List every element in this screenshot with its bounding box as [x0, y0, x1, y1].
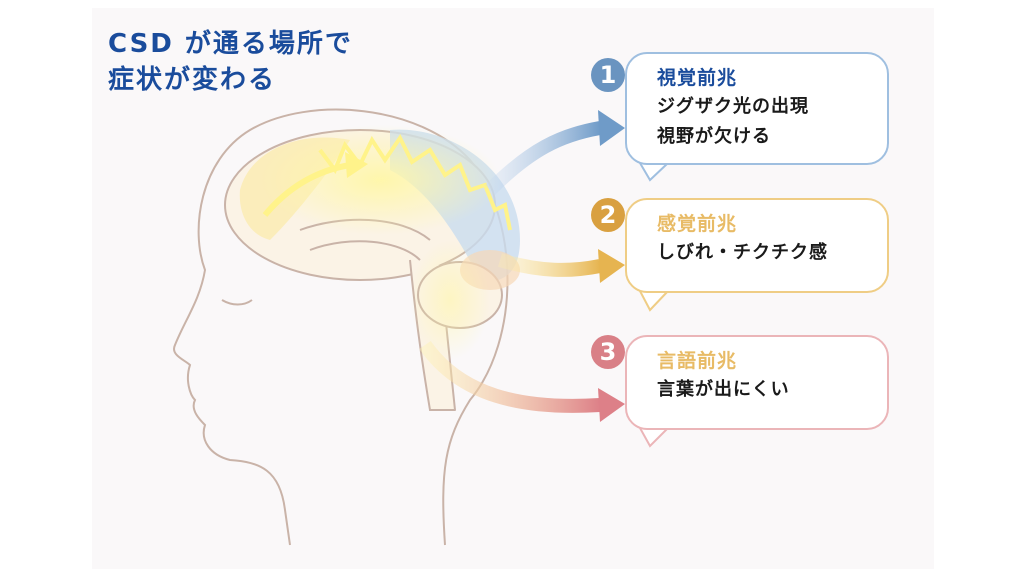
callout-heading: 感覚前兆 [657, 213, 738, 235]
title-line-1: CSD が通る場所で [108, 29, 353, 59]
number-badge-3: 3 [591, 335, 625, 369]
callout-language-aura: 言語前兆 言葉が出にくい [625, 335, 889, 430]
callout-sensory-aura: 感覚前兆 しびれ・チクチク感 [625, 198, 889, 293]
arrow-sensory-head [598, 249, 625, 283]
arrow-language-head [598, 388, 625, 422]
csd-spread-arrow [262, 162, 351, 217]
arrow-sensory [497, 253, 602, 277]
csd-wave-zigzag [318, 134, 512, 231]
diagram-title: CSD が通る場所で 症状が変わる [108, 26, 353, 98]
arrow-language [419, 340, 601, 413]
arrow-visual-head [598, 110, 625, 146]
title-line-2: 症状が変わる [108, 65, 277, 95]
callout-visual-aura: 視覚前兆 ジグザク光の出現 視野が欠ける [625, 52, 889, 165]
number-badge-1: 1 [591, 58, 625, 92]
head-outline [173, 108, 509, 546]
callout-heading: 言語前兆 [657, 350, 738, 372]
arrow-visual [485, 121, 602, 195]
callout-line: ジグザク光の出現 [657, 96, 809, 117]
number-badge-2: 2 [591, 198, 625, 232]
callout-line: 言葉が出にくい [657, 379, 790, 400]
callout-line: しびれ・チクチク感 [657, 242, 828, 263]
callout-line: 視野が欠ける [657, 126, 771, 147]
eye-line [221, 299, 253, 306]
callout-heading: 視覚前兆 [657, 67, 738, 89]
